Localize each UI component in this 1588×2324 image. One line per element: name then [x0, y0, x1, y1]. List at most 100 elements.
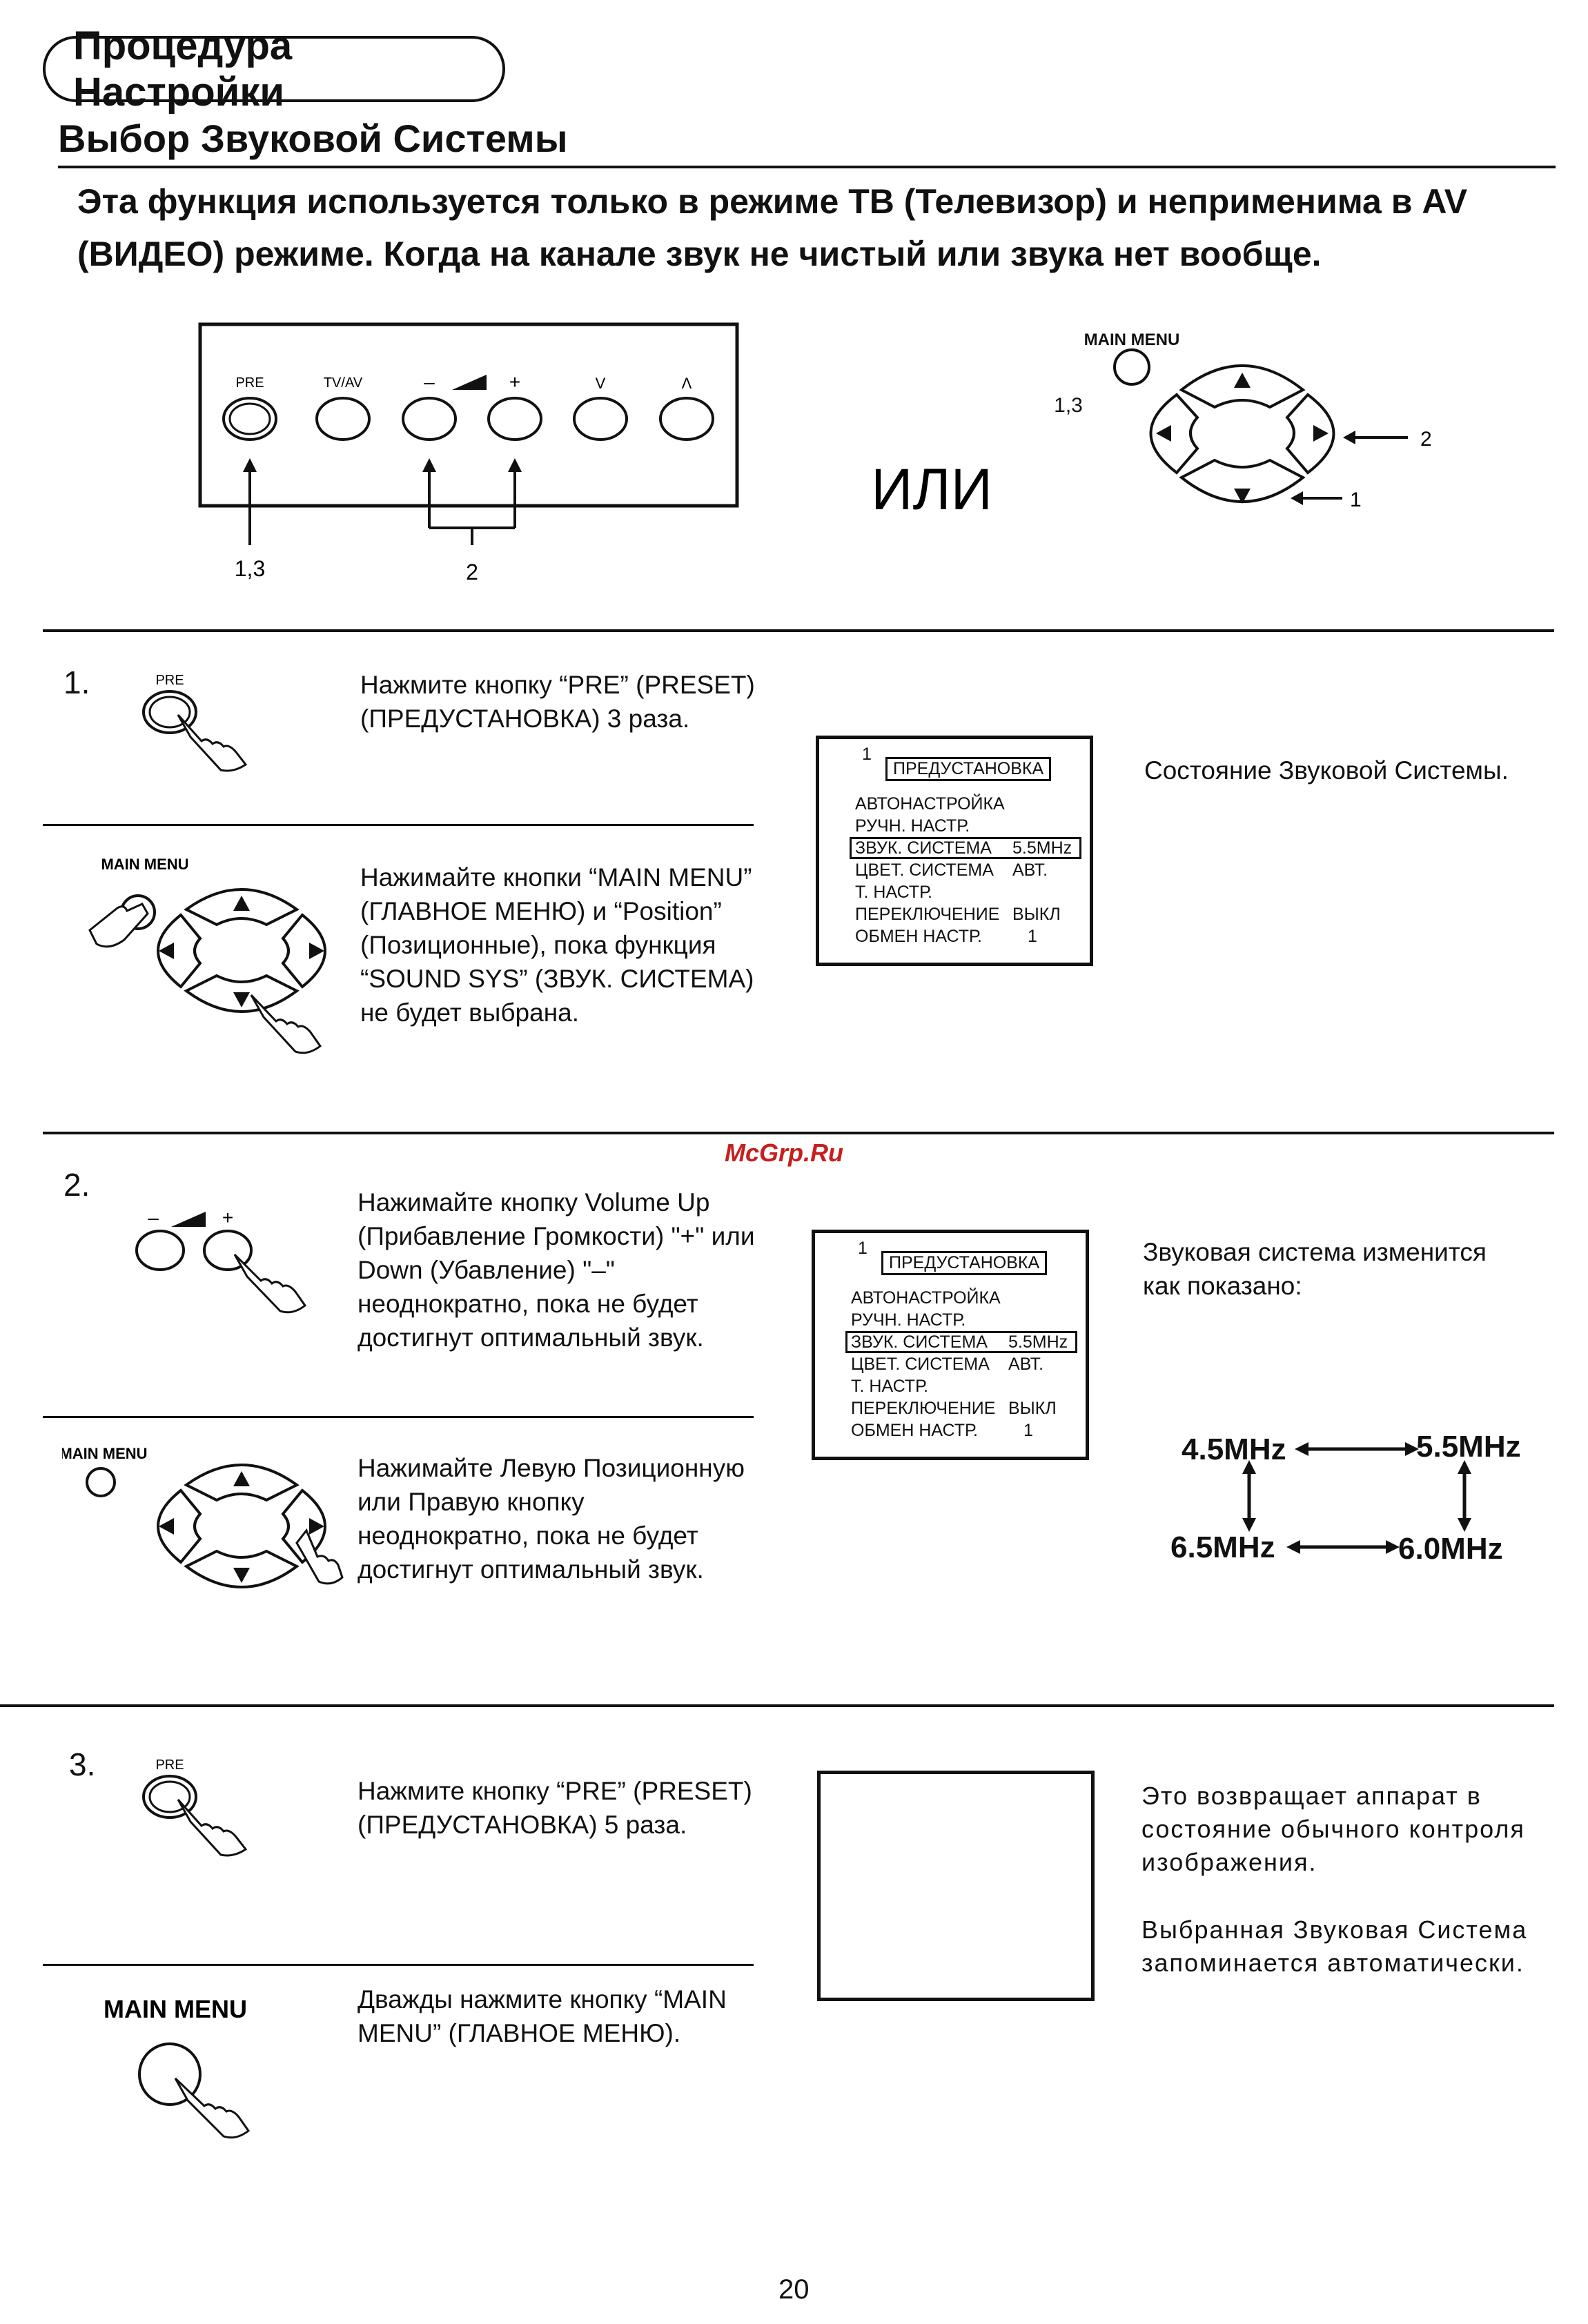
panel-tvav-button — [315, 397, 371, 441]
remote-callout-down: 1 — [1350, 489, 1362, 511]
step-1-instruction-b: Нажимайте кнопки “MAIN MENU” (ГЛАВНОЕ МЕ… — [360, 863, 754, 1027]
left-arrow-icon — [1156, 425, 1171, 442]
main-menu-label: MAIN MENU — [101, 856, 188, 873]
main-menu-button-icon — [86, 1467, 116, 1497]
panel-volume-down-button — [402, 397, 457, 441]
section-title: Процедура Настройки — [43, 23, 505, 115]
or-label: ИЛИ — [871, 457, 992, 522]
osd-item-label: ПЕРЕКЛЮЧЕНИЕ — [855, 905, 1000, 924]
down-arrow-icon — [233, 1568, 250, 1583]
watermark: McGrp.Ru — [725, 1139, 844, 1167]
up-arrow-icon — [1234, 373, 1251, 388]
panel-label-minus: – — [424, 371, 435, 393]
remote-main-menu-button — [1113, 348, 1150, 386]
osd-item-label: РУЧН. НАСТР. — [851, 1310, 966, 1330]
remote-callout-arrows — [1291, 431, 1408, 505]
osd-item-value: ВЫКЛ — [1008, 1399, 1057, 1418]
osd-item-label: ОБМЕН НАСТР. — [851, 1421, 978, 1440]
step-3-number: 3. — [69, 1746, 96, 1782]
osd-item-label: ЦВЕТ. СИСТЕМА — [851, 1355, 990, 1374]
step-1-divider — [43, 629, 1554, 632]
page-number: 20 — [778, 2274, 810, 2305]
step-2-remote-illustration: MAIN MENU — [62, 1445, 344, 1588]
remote-up-button — [1179, 364, 1306, 409]
remote-callout-main: 1,3 — [1054, 394, 1083, 417]
step-2-instruction-b: Нажимайте Левую Позиционную или Правую к… — [357, 1454, 745, 1584]
osd-item-label: Т. НАСТР. — [855, 883, 932, 902]
osd-channel: 1 — [862, 745, 872, 764]
down-arrow-icon — [1234, 489, 1251, 504]
panel-channel-up-button — [659, 397, 714, 441]
panel-label-lambda: Λ — [682, 375, 692, 392]
dpad-icon — [157, 888, 326, 1013]
right-arrow-icon — [309, 1518, 324, 1535]
panel-callout-left: 1,3 — [235, 556, 265, 581]
step-3-note-1: Это возвращает аппарат в состояние обычн… — [1141, 1782, 1525, 1876]
step-2-divider — [43, 1132, 1554, 1134]
osd-item-value: АВТ. — [1012, 860, 1048, 880]
panel-label-plus: + — [509, 371, 520, 393]
freq-4-5: 4.5MHz — [1182, 1432, 1286, 1466]
step-3-pre-press-illustration: PRE — [142, 1757, 248, 1857]
step-3-sub-divider — [43, 1964, 754, 1966]
pointing-hand-icon — [233, 1253, 307, 1314]
step-2-sub-divider — [43, 1416, 754, 1418]
left-arrow-icon — [159, 1518, 174, 1535]
intro-text: Эта функция используется только в режиме… — [77, 182, 1468, 273]
freq-6-0: 6.0MHz — [1398, 1532, 1503, 1566]
section-title-text: Процедура Настройки — [73, 23, 293, 115]
osd-channel: 1 — [858, 1239, 867, 1258]
osd-title: ПРЕДУСТАНОВКА — [881, 1251, 1048, 1275]
right-arrow-icon — [309, 943, 324, 959]
step-3-note-2: Выбранная Звуковая Система запоминается … — [1141, 1916, 1528, 1977]
freq-5-5: 5.5MHz — [1416, 1430, 1521, 1464]
pointing-hand-icon — [177, 713, 248, 772]
step-1-pre-press-illustration: PRE — [142, 673, 248, 772]
remote-right-button — [1285, 393, 1335, 475]
volume-wedge-icon — [452, 375, 487, 390]
pre-label: PRE — [155, 673, 184, 688]
panel-callout-right: 2 — [466, 560, 478, 584]
step-2-instruction-a: Нажимайте кнопку Volume Up (Прибавление … — [357, 1188, 755, 1352]
step-1-osd-menu: 1 ПРЕДУСТАНОВКА АВТОНАСТРОЙКА РУЧН. НАСТ… — [816, 736, 1093, 966]
volume-down-button-icon — [135, 1230, 185, 1271]
osd-item-label: ОБМЕН НАСТР. — [855, 927, 982, 946]
right-arrow-icon — [1313, 425, 1329, 442]
step-1-remote-illustration: MAIN MENU — [88, 856, 326, 1054]
step-3-instruction-a: Нажмите кнопку “PRE” (PRESET) (ПРЕДУСТАН… — [357, 1777, 752, 1839]
main-menu-label: MAIN MENU — [104, 1995, 247, 2023]
osd-item-label: ЦВЕТ. СИСТЕМА — [855, 860, 994, 880]
panel-buttons — [222, 375, 714, 441]
down-arrow-icon — [233, 992, 250, 1007]
main-menu-button-icon — [138, 2042, 202, 2106]
step-3-main-menu-illustration: MAIN MENU — [104, 1995, 251, 2139]
osd-highlight — [850, 837, 1081, 859]
panel-volume-up-button — [487, 397, 542, 441]
step-1-instruction-a: Нажмите кнопку “PRE” (PRESET) (ПРЕДУСТАН… — [360, 671, 755, 733]
osd-item-value: 5.5MHz — [1008, 1332, 1068, 1352]
remote-dpad: MAIN MENU 1,3 — [1054, 331, 1335, 504]
osd-item-label: Т. НАСТР. — [851, 1377, 928, 1396]
panel-label-v: V — [596, 375, 606, 392]
pointing-hand-icon — [177, 1798, 248, 1857]
osd-item-value: ВЫКЛ — [1012, 905, 1061, 924]
pre-button-icon — [142, 690, 197, 734]
remote-left-button — [1149, 393, 1199, 475]
remote-down-button — [1179, 458, 1306, 503]
volume-wedge-icon — [171, 1212, 206, 1227]
osd-highlight — [845, 1331, 1077, 1353]
osd-item-value: АВТ. — [1008, 1355, 1044, 1374]
plus-label: + — [222, 1207, 233, 1228]
left-arrow-icon — [159, 943, 174, 959]
step-1-sub-divider — [43, 824, 754, 826]
freq-6-5: 6.5MHz — [1170, 1530, 1275, 1564]
osd-item-value: 5.5MHz — [1012, 838, 1072, 858]
panel-callout-arrows — [243, 458, 522, 545]
subsection-title: Выбор Звуковой Системы — [58, 117, 568, 160]
step-3-blank-screen — [817, 1771, 1095, 2001]
osd-title: ПРЕДУСТАНОВКА — [885, 757, 1052, 781]
osd-item-value: 1 — [1023, 1421, 1033, 1440]
top-illustration: PRE TV/AV – + V Λ 1,3 2 ИЛИ MAIN MENU 1,… — [198, 322, 1432, 584]
panel-pre-button — [222, 397, 277, 441]
step-2-note: Звуковая система изменится как показано: — [1143, 1238, 1487, 1300]
